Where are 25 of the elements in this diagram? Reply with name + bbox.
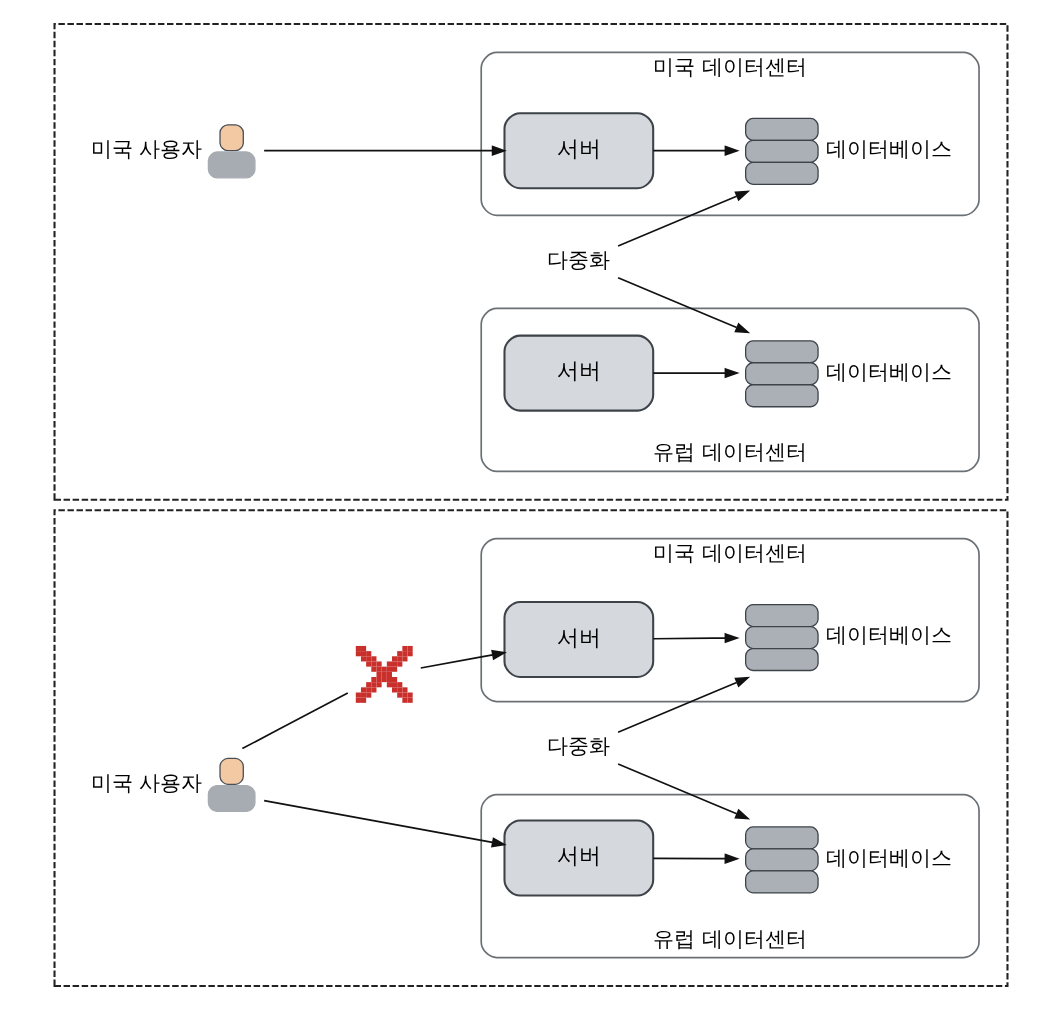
node-box: 서버 (503, 112, 655, 190)
arrow (617, 676, 751, 733)
node-label: 데이터베이스 (825, 359, 952, 384)
node-box: 서버 (503, 334, 655, 412)
arrow (652, 367, 740, 379)
arrow (617, 277, 751, 334)
arrow (652, 853, 740, 864)
connector (241, 692, 349, 750)
arrow (617, 763, 751, 820)
node-box: 서버 (503, 600, 655, 678)
node-text: 다중화 (547, 247, 611, 272)
node-label: 데이터베이스 (825, 137, 952, 162)
arrow (652, 632, 740, 644)
cluster (53, 509, 1009, 988)
arrow (652, 145, 740, 156)
arrow (419, 649, 507, 669)
node-label: 미국 사용자 (90, 137, 203, 162)
arrow (617, 190, 751, 247)
node-label: 미국 사용자 (90, 770, 203, 795)
node-label: 데이터베이스 (825, 845, 952, 870)
arrow (263, 145, 507, 156)
arrow (263, 799, 507, 848)
node-label: 데이터베이스 (825, 623, 952, 648)
node-box: 서버 (503, 819, 655, 897)
node-text: 다중화 (547, 734, 611, 758)
